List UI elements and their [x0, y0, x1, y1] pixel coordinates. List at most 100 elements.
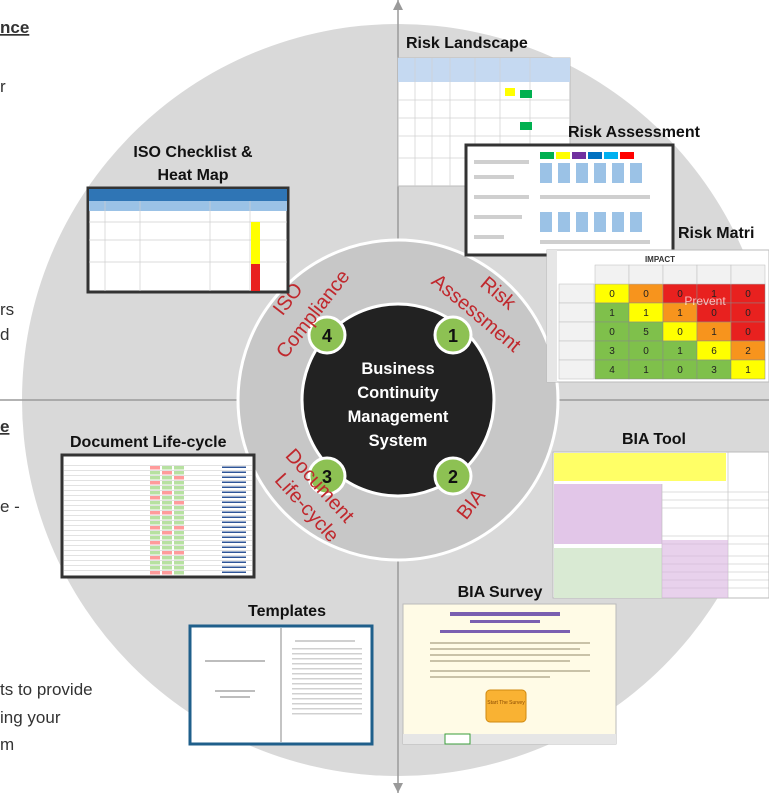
- doc-status-cell: [174, 471, 184, 475]
- matrix-watermark: Prevent: [684, 294, 726, 308]
- doc-status-cell: [162, 511, 172, 515]
- doc-status-cell: [150, 491, 160, 495]
- doc-status-cell: [174, 546, 184, 550]
- axis-arrow-icon: [393, 783, 403, 793]
- templates-title: Templates: [248, 603, 326, 620]
- matrix-col-header: [730, 264, 766, 285]
- svg-text:3: 3: [322, 467, 332, 487]
- module-badge-3[interactable]: 3: [307, 456, 347, 496]
- doc-row-line: [64, 500, 252, 501]
- module-badge-2[interactable]: 2: [433, 456, 473, 496]
- doc-status-cell: [150, 536, 160, 540]
- matrix-cell: [730, 359, 766, 380]
- matrix-col-header: [696, 264, 732, 285]
- left-bottom-line-1: ts to provide: [0, 680, 93, 699]
- doc-status-cell: [150, 561, 160, 565]
- matrix-cell-value: 0: [677, 289, 683, 300]
- doc-status-cell: [174, 536, 184, 540]
- doc-link: [222, 531, 246, 533]
- doc-status-cell: [162, 566, 172, 570]
- matrix-cell-value: 0: [677, 327, 683, 338]
- doc-status-cell: [174, 496, 184, 500]
- matrix-cell-value: 1: [643, 365, 649, 376]
- bia-survey-thumbnail[interactable]: Start The Survey: [402, 603, 617, 745]
- matrix-cell-value: 1: [745, 365, 751, 376]
- left-bottom-line-2: ing your: [0, 708, 61, 727]
- doc-link: [222, 521, 246, 523]
- doc-status-cell: [162, 531, 172, 535]
- doc-row-line: [64, 470, 252, 471]
- matrix-row-label: [558, 359, 595, 380]
- risk-assessment-title: Risk Assessment: [568, 124, 701, 141]
- matrix-cell-value: 1: [677, 346, 683, 357]
- risk-assessment-thumbnail[interactable]: [464, 143, 675, 257]
- left-bottom-line-3: m: [0, 735, 14, 754]
- doc-status-cell: [174, 466, 184, 470]
- document-lifecycle-thumbnail[interactable]: [60, 453, 256, 579]
- left-fragment-r: r: [0, 77, 6, 96]
- matrix-cell-value: 0: [711, 308, 717, 319]
- doc-status-cell: [174, 501, 184, 505]
- matrix-cell-value: 0: [643, 289, 649, 300]
- doc-link: [222, 541, 246, 543]
- doc-row-line: [64, 555, 252, 556]
- doc-status-cell: [174, 566, 184, 570]
- matrix-cell-value: 1: [711, 327, 717, 338]
- matrix-cell-value: 0: [745, 308, 751, 319]
- matrix-cell-value: 1: [609, 308, 615, 319]
- doc-link: [222, 501, 246, 503]
- doc-row-line: [64, 535, 252, 536]
- doc-row-line: [64, 505, 252, 506]
- matrix-cell-value: 2: [745, 346, 751, 357]
- doc-status-cell: [174, 521, 184, 525]
- doc-row-line: [64, 510, 252, 511]
- doc-link: [222, 506, 246, 508]
- doc-status-cell: [162, 466, 172, 470]
- doc-link: [222, 466, 246, 468]
- doc-status-cell: [162, 536, 172, 540]
- doc-status-cell: [174, 541, 184, 545]
- start-survey-label: Start The Survey: [487, 700, 525, 706]
- start-survey-button[interactable]: [485, 689, 527, 723]
- doc-link: [222, 551, 246, 553]
- doc-status-cell: [174, 481, 184, 485]
- matrix-cell-value: 0: [677, 365, 683, 376]
- matrix-cell-value: 1: [711, 289, 717, 300]
- doc-status-cell: [174, 556, 184, 560]
- doc-row-line: [64, 480, 252, 481]
- doc-link: [222, 496, 246, 498]
- doc-row-line: [64, 515, 252, 516]
- matrix-cell-value: 1: [677, 308, 683, 319]
- doc-status-cell: [162, 491, 172, 495]
- doc-status-cell: [150, 541, 160, 545]
- module-badge-4[interactable]: 4: [307, 315, 347, 355]
- doc-status-cell: [174, 561, 184, 565]
- matrix-col-header: [662, 264, 698, 285]
- doc-status-cell: [174, 526, 184, 530]
- doc-status-cell: [150, 501, 160, 505]
- doc-link: [222, 556, 246, 558]
- doc-status-cell: [174, 571, 184, 575]
- doc-link: [222, 536, 246, 538]
- doc-status-cell: [162, 516, 172, 520]
- doc-row-line: [64, 540, 252, 541]
- doc-row-line: [64, 475, 252, 476]
- doc-status-cell: [150, 496, 160, 500]
- bia-tool-thumbnail[interactable]: [552, 451, 769, 599]
- module-badge-1[interactable]: 1: [433, 315, 473, 355]
- doc-row-line: [64, 570, 252, 571]
- doc-status-cell: [150, 551, 160, 555]
- templates-thumbnail[interactable]: [188, 624, 374, 746]
- doc-status-cell: [150, 471, 160, 475]
- doc-status-cell: [162, 481, 172, 485]
- doc-status-cell: [174, 551, 184, 555]
- doc-link: [222, 486, 246, 488]
- matrix-col-header: [594, 264, 630, 285]
- doc-status-cell: [150, 506, 160, 510]
- matrix-row-label: [558, 340, 595, 361]
- iso-checklist-thumbnail[interactable]: [86, 186, 290, 294]
- doc-status-cell: [150, 476, 160, 480]
- axis-arrow-icon: [393, 0, 403, 10]
